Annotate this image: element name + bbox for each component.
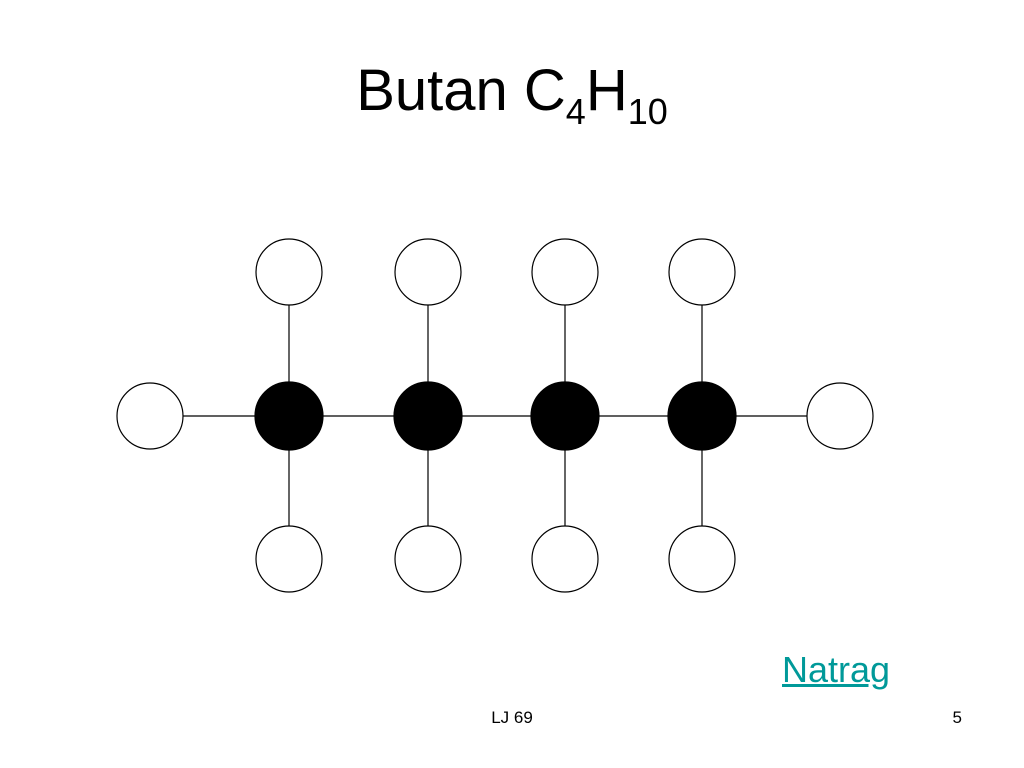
carbon-atoms [254, 381, 737, 451]
carbon-atom-4 [667, 381, 737, 451]
hydrogen-atom-left [116, 382, 184, 450]
hydrogen-atom-c4-bottom [668, 525, 736, 593]
footer-text: LJ 69 [491, 708, 533, 727]
hydrogen-atom-c3-bottom [531, 525, 599, 593]
hydrogen-atoms [116, 238, 874, 593]
hydrogen-atom-c2-bottom [394, 525, 462, 593]
carbon-atom-3 [530, 381, 600, 451]
hydrogen-atom-c1-bottom [255, 525, 323, 593]
hydrogen-atom-c3-top [531, 238, 599, 306]
carbon-atom-2 [393, 381, 463, 451]
title-subscript-carbon: 4 [565, 91, 586, 132]
hydrogen-atom-c2-top [394, 238, 462, 306]
slide-title: Butan C4H10 [0, 62, 1024, 130]
hydrogen-atom-right [806, 382, 874, 450]
page-number: 5 [952, 708, 962, 727]
title-text: Butan C [356, 58, 566, 123]
carbon-atom-1 [254, 381, 324, 451]
hydrogen-atom-c4-top [668, 238, 736, 306]
back-link[interactable]: Natrag [782, 649, 891, 690]
hydrogen-atom-c1-top [255, 238, 323, 306]
title-subscript-hydrogen: 10 [627, 91, 668, 132]
title-hydrogen: H [585, 58, 628, 123]
